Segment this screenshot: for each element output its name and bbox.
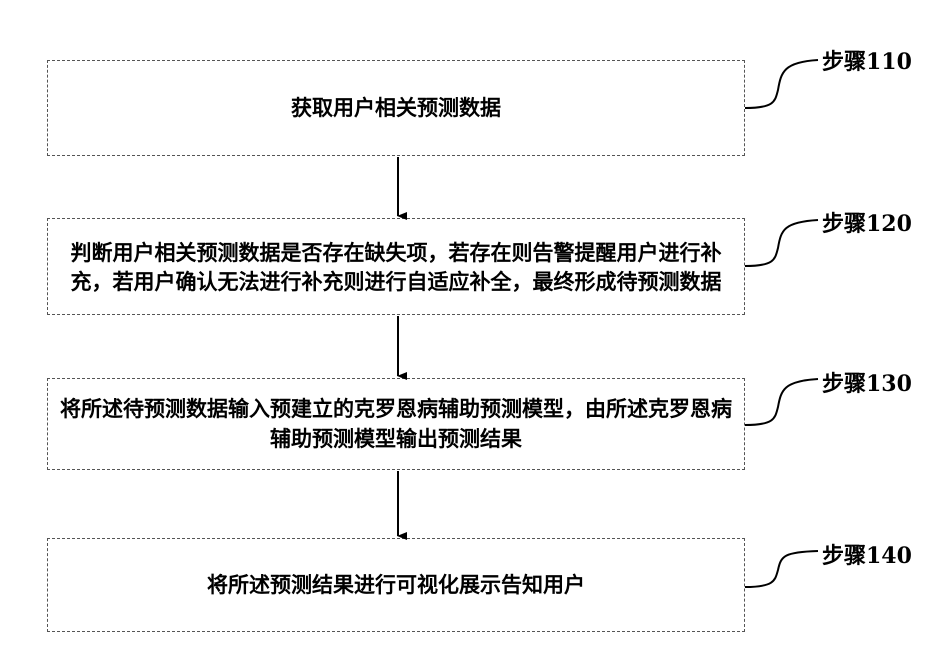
leader-line-140 [745,551,818,587]
leader-line-130 [745,379,818,425]
leader-line-120 [745,220,818,266]
leader-line-110 [745,60,818,108]
